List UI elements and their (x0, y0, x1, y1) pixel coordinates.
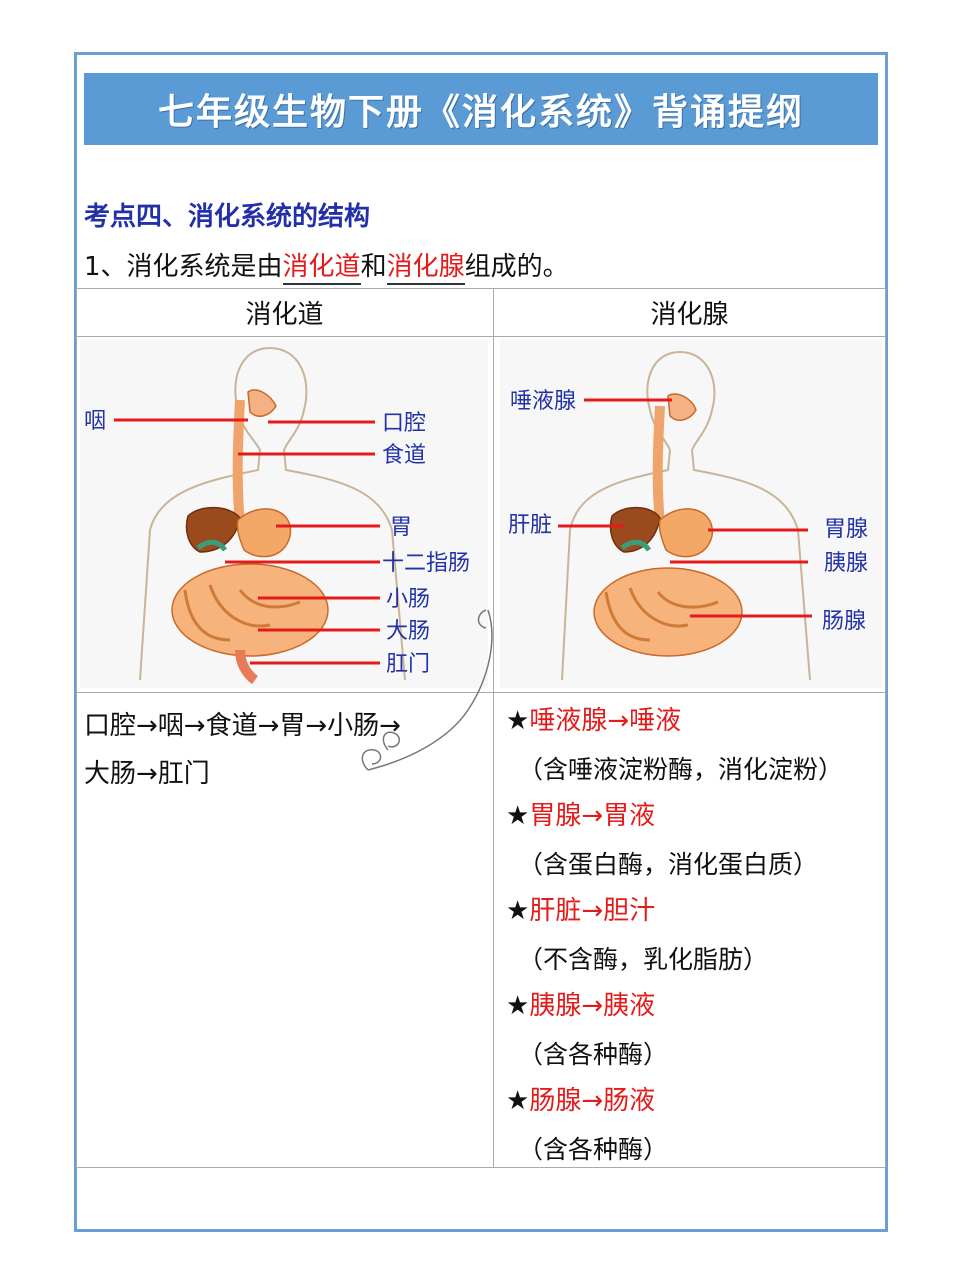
star-icon: ★ (506, 1086, 530, 1116)
table-bottom-border (76, 1167, 886, 1168)
header-row-border (76, 336, 886, 337)
gland-text: 唾液腺→唾液 (529, 706, 682, 736)
label-salivary-gland: 唾液腺 (510, 389, 576, 414)
label-small-intestine: 小肠 (386, 587, 430, 612)
label-gastric-gland: 胃腺 (824, 517, 868, 542)
gland-note-salivary: （含唾液淀粉酶，消化淀粉） (518, 754, 844, 784)
gland-text: 肝脏→胆汁 (529, 896, 656, 926)
star-icon: ★ (506, 706, 530, 736)
label-stomach: 胃 (390, 515, 412, 540)
decorative-scroll-ornament (348, 600, 508, 784)
intro-suffix: 组成的。 (464, 252, 569, 282)
tract-path-line-1: 口腔→咽→食道→胃→小肠→ (84, 711, 401, 741)
title-bar: 七年级生物下册《消化系统》背诵提纲 (84, 73, 878, 145)
gland-item-gastric: ★胃腺→胃液 (506, 793, 876, 841)
star-icon: ★ (506, 896, 530, 926)
gland-item-liver: ★肝脏→胆汁 (506, 888, 876, 936)
tract-path-line-2: 大肠→肛门 (84, 759, 210, 789)
label-large-intestine: 大肠 (386, 619, 430, 644)
gland-note-pancreas: （含各种酶） (518, 1039, 669, 1069)
gland-item-pancreas: ★胰腺→胰液 (506, 983, 876, 1031)
digestive-tract-diagram: 咽 口腔 食道 胃 十二指肠 小肠 大肠 肛门 (80, 340, 488, 688)
gland-text: 胰腺→胰液 (529, 991, 656, 1021)
gland-text: 肠腺→肠液 (529, 1086, 656, 1116)
gland-note-liver: （不含酶，乳化脂肪） (518, 944, 769, 974)
column-header-gland: 消化腺 (650, 300, 729, 330)
star-icon: ★ (506, 991, 530, 1021)
star-icon: ★ (506, 801, 530, 831)
intro-sentence: 1、消化系统是由消化道和消化腺组成的。 (84, 246, 569, 285)
label-mouth: 口腔 (382, 411, 426, 436)
label-duodenum: 十二指肠 (382, 551, 470, 576)
label-esophagus: 食道 (382, 443, 426, 468)
column-header-tract: 消化道 (245, 300, 324, 330)
gland-text: 胃腺→胃液 (529, 801, 656, 831)
gland-list: ★唾液腺→唾液 （含唾液淀粉酶，消化淀粉） ★胃腺→胃液 （含蛋白酶，消化蛋白质… (506, 698, 876, 1173)
section-title: 考点四、消化系统的结构 (84, 202, 371, 232)
digestive-gland-diagram: 唾液腺 肝脏 胃腺 胰腺 肠腺 (500, 340, 882, 688)
gland-note-intestinal: （含各种酶） (518, 1134, 669, 1164)
gland-item-salivary: ★唾液腺→唾液 (506, 698, 876, 746)
page-title: 七年级生物下册《消化系统》背诵提纲 (157, 92, 804, 133)
label-pharynx: 咽 (84, 409, 106, 434)
label-liver: 肝脏 (508, 513, 552, 538)
table-left-border (76, 288, 77, 1168)
intro-prefix: 1、消化系统是由 (84, 252, 283, 282)
diagram-row-border (76, 692, 886, 693)
label-pancreas: 胰腺 (824, 551, 868, 576)
gland-item-intestinal: ★肠腺→肠液 (506, 1078, 876, 1126)
digestive-tract-path: 口腔→咽→食道→胃→小肠→ 大肠→肛门 (84, 702, 484, 798)
table-top-border (76, 288, 886, 289)
label-anus: 肛门 (386, 652, 430, 677)
table-column-divider (493, 288, 494, 1168)
intro-term-gland: 消化腺 (386, 252, 465, 285)
label-intestinal-gland: 肠腺 (822, 609, 866, 634)
intro-term-tract: 消化道 (282, 252, 361, 285)
intro-middle: 和 (360, 252, 387, 282)
gland-note-gastric: （含蛋白酶，消化蛋白质） (518, 849, 819, 879)
table-right-border (885, 288, 886, 1168)
